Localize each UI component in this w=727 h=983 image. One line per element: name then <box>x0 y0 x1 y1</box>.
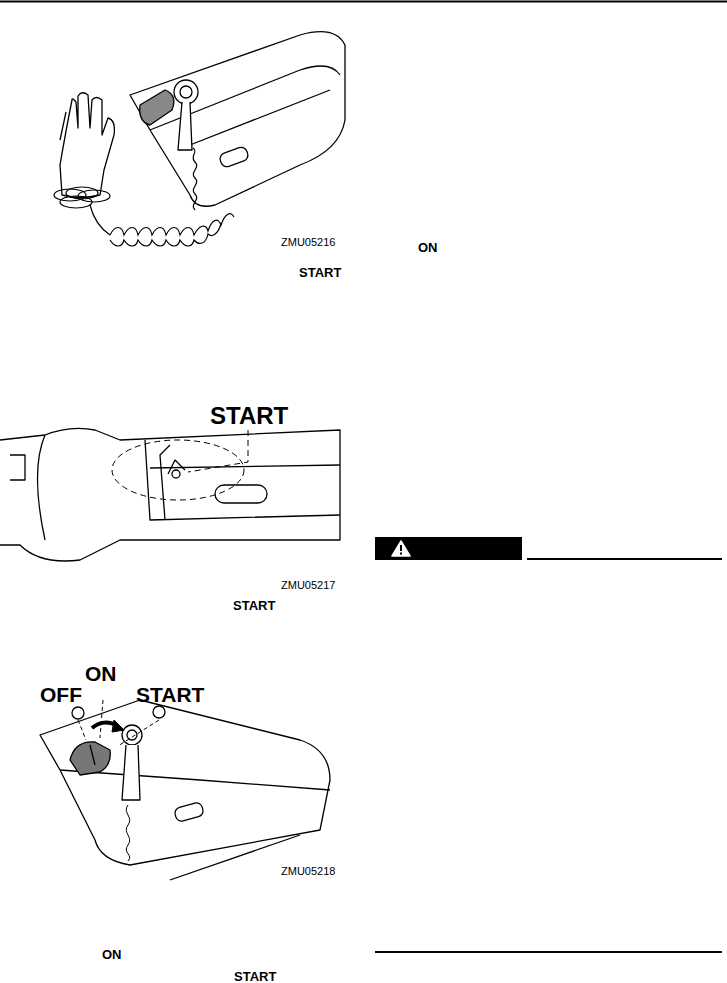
position-label: ON <box>85 663 117 684</box>
warning-bar <box>375 537 522 560</box>
position-label: START <box>136 684 204 705</box>
position-label: START <box>210 404 288 428</box>
figure-code: ZMU05218 <box>281 866 335 877</box>
inline-symbol: ON <box>418 241 438 254</box>
inline-symbol: START <box>234 970 276 983</box>
inline-symbol: ON <box>102 948 122 961</box>
position-label: OFF <box>40 684 82 705</box>
inline-symbol: START <box>233 599 275 612</box>
inline-symbol: START <box>299 266 341 279</box>
figure-code: ZMU05217 <box>281 580 335 591</box>
figure-code: ZMU05216 <box>281 237 335 248</box>
